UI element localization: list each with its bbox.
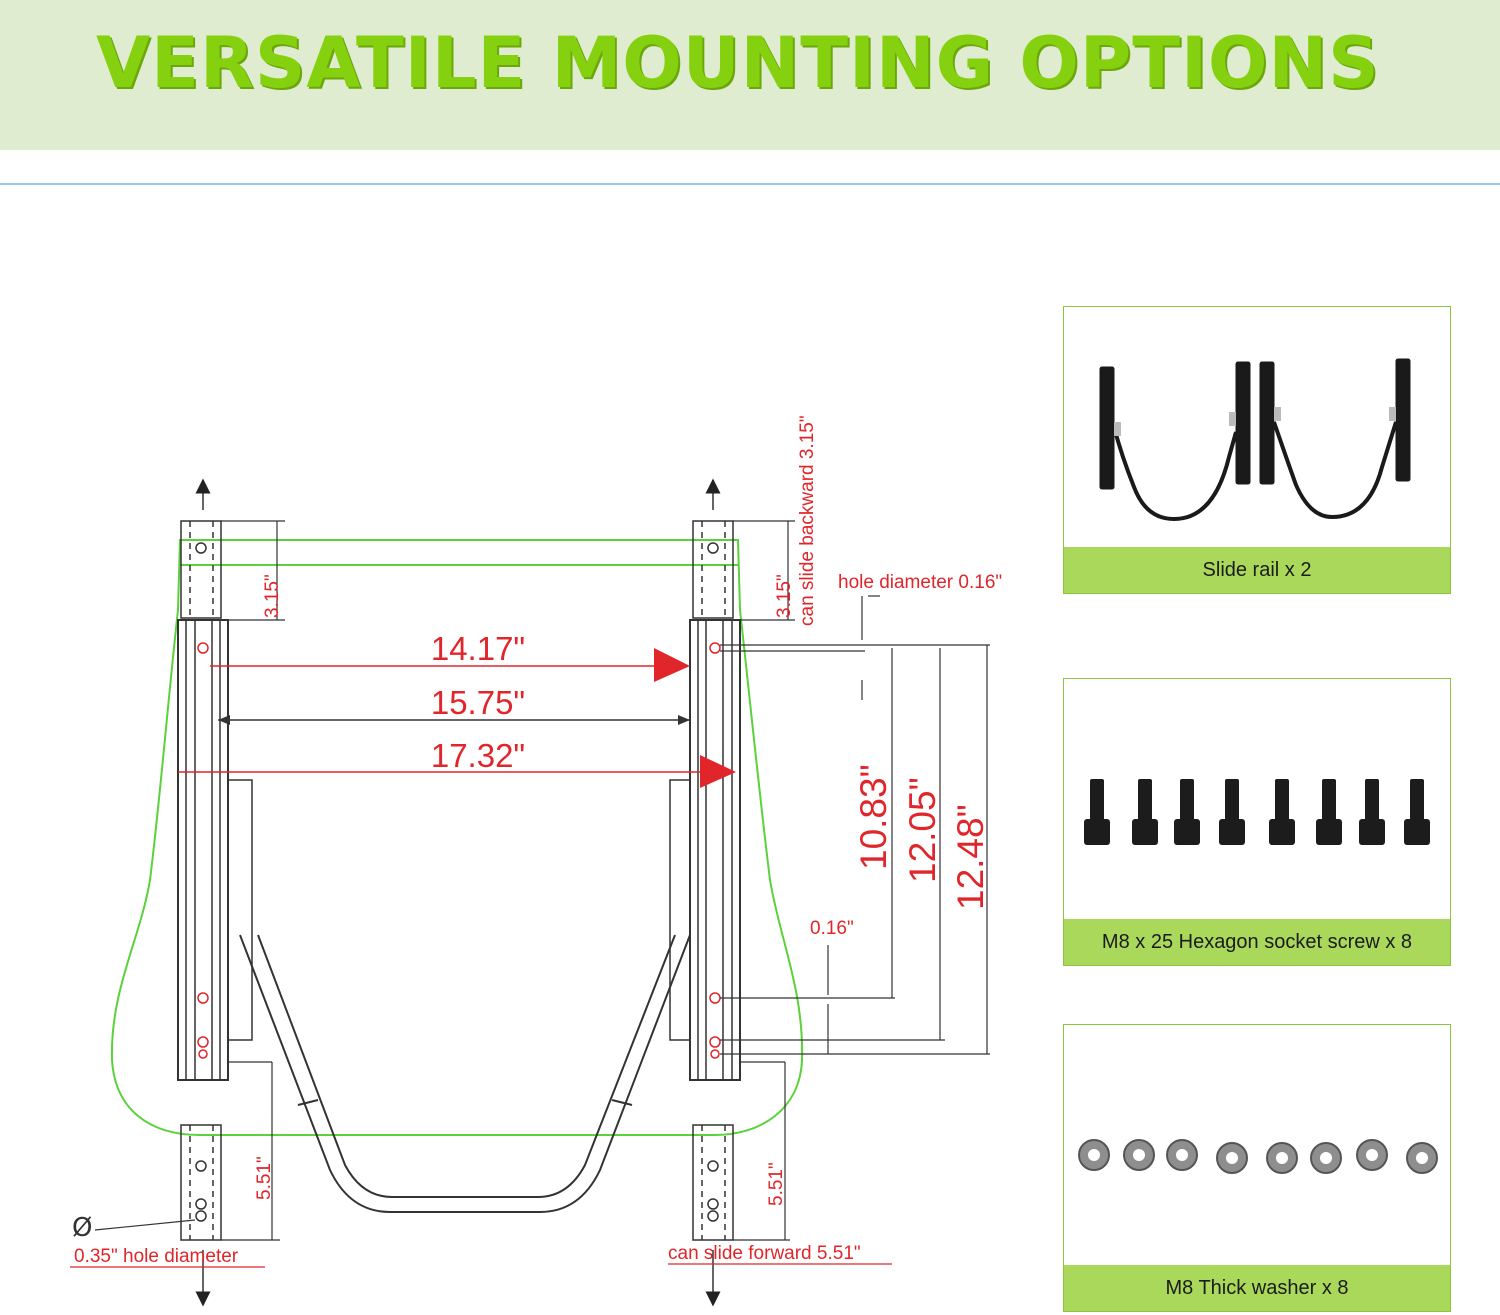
dim-slide-backward: can slide backward 3.15" (797, 415, 818, 626)
hole-callout-leader (861, 595, 880, 700)
phi-symbol: Ø (72, 1213, 92, 1243)
dim-large-hole: 0.35" hole diameter (74, 1246, 239, 1267)
dim-height-1: 10.83" (853, 764, 894, 870)
header-banner: VERSATILE MOUNTING OPTIONS (0, 0, 1500, 150)
dim-height-3: 12.48" (950, 804, 991, 910)
part-caption-thick-washer: M8 Thick washer x 8 (1064, 1265, 1450, 1311)
top-travel-dims (221, 520, 795, 621)
seat-outline (110, 539, 804, 1136)
right-rail (669, 478, 741, 1307)
dim-hole-diameter-small: hole diameter 0.16" (838, 572, 1002, 593)
support-weld-left (297, 1099, 319, 1106)
page-title: VERSATILE MOUNTING OPTIONS (96, 22, 1380, 104)
dim-width-2: 15.75" (431, 684, 525, 721)
mounting-diagram: 14.17" 15.75" 17.32" 3.15" 3.15" can sli… (70, 415, 1002, 1307)
dim-top-left-travel: 3.15" (262, 574, 283, 618)
dim-top-right-travel: 3.15" (774, 574, 795, 618)
part-card-hex-screw: M8 x 25 Hexagon socket screw x 8 (1063, 678, 1451, 966)
height-dim-lines (720, 644, 990, 1055)
dim-width-3: 17.32" (431, 737, 525, 774)
dim-bottom-right-travel: 5.51" (766, 1162, 787, 1206)
slide-rail-icon (1064, 307, 1450, 552)
dim-small-gap: 0.16" (810, 918, 854, 939)
dim-height-2: 12.05" (902, 777, 943, 883)
part-card-slide-rail: Slide rail x 2 (1063, 306, 1451, 594)
part-caption-hex-screw: M8 x 25 Hexagon socket screw x 8 (1064, 919, 1450, 965)
support-weld-right (611, 1099, 633, 1106)
width-dimensions: 14.17" 15.75" 17.32" (178, 630, 736, 788)
part-card-thick-washer: M8 Thick washer x 8 (1063, 1024, 1451, 1312)
support-bar (239, 934, 691, 1213)
hex-socket-screw-icon (1064, 679, 1450, 924)
dim-bottom-left-travel: 5.51" (254, 1156, 275, 1200)
divider-line (0, 183, 1500, 185)
dim-slide-forward: can slide forward 5.51" (668, 1243, 861, 1264)
support-bar-inner (257, 934, 676, 1198)
part-caption-slide-rail: Slide rail x 2 (1064, 547, 1450, 593)
dim-width-1: 14.17" (431, 630, 525, 667)
thick-washer-icon (1064, 1025, 1450, 1270)
left-rail (177, 478, 253, 1307)
bottom-travel-dims (70, 1061, 892, 1268)
